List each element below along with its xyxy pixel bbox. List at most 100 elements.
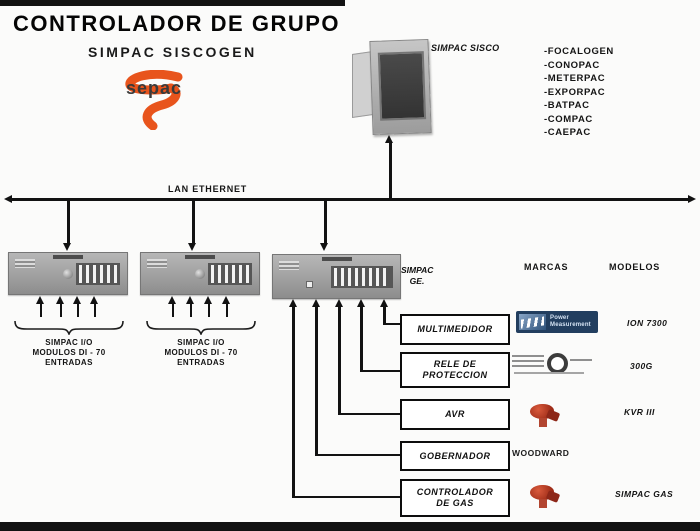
box-rele-proteccion: RELE DE PROTECCION: [400, 352, 510, 388]
sel-logo: [512, 352, 604, 378]
io-rack-2: [140, 252, 260, 295]
sel-logo-tail: [570, 359, 592, 361]
input-arrow-icon: [73, 296, 81, 304]
input-arrow-icon: [36, 296, 44, 304]
rack-logo-mark: [53, 255, 83, 259]
tree-line: [315, 453, 400, 456]
input-arrow-icon: [56, 296, 64, 304]
sepac-logo-text: sepac: [126, 78, 183, 98]
box-avr: AVR: [400, 399, 510, 430]
rack-dip-switches: [208, 263, 252, 285]
box-label: MULTIMEDIDOR: [417, 324, 493, 334]
actuator-icon: [528, 481, 562, 511]
drop-arrow-3-icon: [320, 243, 328, 251]
box-label: DE GAS: [436, 498, 474, 508]
feature-item: -CONOPAC: [544, 59, 600, 71]
hmi-riser-arrow-icon: [385, 135, 393, 143]
input-line: [39, 303, 42, 317]
hmi-screen: [377, 51, 427, 121]
hmi-label: SIMPAC SISCO: [431, 43, 500, 53]
sepac-logo: sepac: [116, 69, 196, 131]
input-arrow-icon: [186, 296, 194, 304]
box-controlador: CONTROLADOR DE GAS: [400, 479, 510, 517]
box-multimedidor: MULTIMEDIDOR: [400, 314, 510, 345]
rack-knob: [63, 269, 74, 279]
rack-logo-mark: [321, 257, 352, 261]
sel-logo-text-lines: [512, 355, 544, 367]
rack-knob: [195, 269, 206, 279]
io-caption-line: SIMPAC I/O: [45, 338, 93, 347]
input-line: [207, 303, 210, 317]
box-label: RELE DE: [433, 359, 477, 369]
io-rack-1: [8, 252, 128, 295]
drop-arrow-1-icon: [63, 243, 71, 251]
brace-icon: [146, 320, 256, 335]
sel-ring-icon: [547, 353, 568, 374]
sepac-swoosh-icon: [125, 69, 183, 131]
input-arrow-icon: [90, 296, 98, 304]
input-line: [59, 303, 62, 317]
input-arrow-icon: [222, 296, 230, 304]
controller-label-line2: GE.: [409, 276, 425, 286]
bus-line: [10, 198, 690, 201]
tree-line: [338, 412, 400, 415]
tree-line: [292, 306, 295, 498]
io-caption-line: MODULOS DI - 70: [32, 348, 106, 357]
rack-tag: [279, 261, 299, 270]
pm-logo-line2: Measurement: [550, 322, 591, 328]
box-label: CONTROLADOR: [416, 487, 494, 497]
input-line: [189, 303, 192, 317]
pm-wave-icon: [519, 314, 546, 330]
tree-arrow-icon: [356, 299, 365, 307]
rack-tag: [15, 259, 35, 268]
header-marcas: MARCAS: [524, 262, 569, 272]
feature-item: -CAEPAC: [544, 127, 591, 138]
controller-rack: [272, 254, 401, 299]
box-label: AVR: [445, 409, 465, 419]
tree-line: [360, 306, 363, 372]
page-title: CONTROLADOR DE GRUPO: [13, 11, 340, 36]
input-line: [171, 303, 174, 317]
bus-label: LAN ETHERNET: [168, 184, 248, 194]
model-avr: KVR III: [624, 407, 655, 417]
pm-logo-line1: Power: [550, 315, 570, 321]
feature-item: -METERPAC: [544, 73, 606, 84]
feature-item: -BATPAC: [544, 100, 590, 111]
input-arrow-icon: [204, 296, 212, 304]
tree-arrow-icon: [379, 299, 388, 307]
tree-line: [338, 306, 341, 415]
top-scan-bar: [0, 0, 345, 6]
drop-line-3: [324, 200, 327, 243]
box-label: PROTECCION: [422, 370, 488, 380]
sel-logo-base: [514, 372, 584, 374]
input-line: [93, 303, 96, 317]
actuator-icon: [528, 400, 562, 430]
tree-line: [360, 369, 400, 372]
io-caption-right: SIMPAC I/O MODULOS DI - 70 ENTRADAS: [146, 338, 256, 368]
tree-arrow-icon: [311, 299, 320, 307]
tree-arrow-icon: [334, 299, 343, 307]
io-caption-line: ENTRADAS: [45, 358, 93, 367]
box-label: GOBERNADOR: [419, 450, 491, 461]
tree-line: [315, 306, 318, 456]
box-gobernador: GOBERNADOR: [400, 441, 510, 471]
rack-dip-switches: [331, 266, 393, 288]
input-arrow-icon: [168, 296, 176, 304]
drop-arrow-2-icon: [188, 243, 196, 251]
hmi-device: [369, 38, 432, 136]
model-multimedidor: ION 7300: [627, 318, 668, 328]
feature-item: -FOCALOGEN: [544, 46, 614, 57]
tree-line: [292, 495, 400, 498]
brace-icon: [14, 320, 124, 335]
feature-item: -COMPAC: [544, 113, 593, 125]
model-controlador: SIMPAC GAS: [615, 489, 674, 499]
feature-list: -FOCALOGEN -CONOPAC -METERPAC -EXPORPAC …: [544, 45, 614, 140]
bus-arrow-left-icon: [4, 195, 12, 203]
drop-line-2: [192, 200, 195, 243]
drop-line-1: [67, 200, 70, 243]
tree-line: [383, 306, 386, 325]
bottom-scan-bar: [0, 522, 700, 531]
power-measurement-logo: Power Measurement: [516, 311, 598, 333]
input-line: [225, 303, 228, 317]
